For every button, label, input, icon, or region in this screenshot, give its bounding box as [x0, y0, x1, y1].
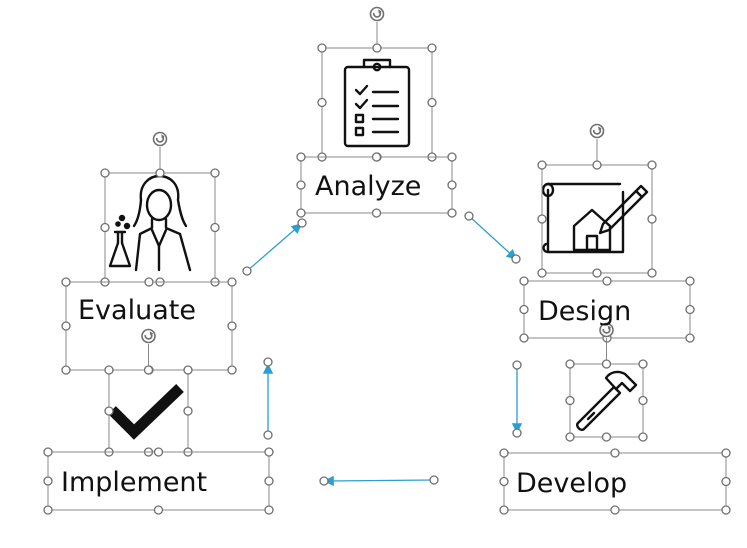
resize-handle[interactable]: [210, 222, 220, 233]
rotate-handle-icon[interactable]: [152, 131, 168, 147]
resize-handle[interactable]: [499, 505, 509, 515]
resize-handle[interactable]: [264, 447, 274, 457]
analyze-label[interactable]: Analyze: [315, 171, 422, 202]
connector-implement-to-evaluate[interactable]: [262, 357, 274, 440]
evaluate-label[interactable]: Evaluate: [78, 295, 196, 326]
resize-handle[interactable]: [143, 365, 154, 375]
resize-handle[interactable]: [537, 268, 547, 278]
checkmark-icon: [108, 384, 184, 440]
rotate-handle-icon[interactable]: [141, 328, 156, 344]
resize-handle[interactable]: [427, 97, 437, 108]
resize-handle[interactable]: [144, 277, 154, 287]
resize-handle[interactable]: [372, 43, 382, 53]
resize-handle[interactable]: [592, 160, 602, 170]
resize-handle[interactable]: [519, 276, 529, 286]
resize-handle[interactable]: [601, 432, 612, 442]
hammer-icon: [576, 370, 638, 431]
resize-handle[interactable]: [371, 208, 382, 218]
resize-handle[interactable]: [227, 365, 237, 375]
resize-handle[interactable]: [43, 476, 53, 486]
analyze-icon-selection[interactable]: [317, 6, 437, 162]
connector-evaluate-to-analyze[interactable]: [242, 218, 307, 276]
resize-handle[interactable]: [264, 505, 274, 515]
develop-label[interactable]: Develop: [516, 468, 628, 499]
connector-analyze-to-design[interactable]: [464, 211, 521, 264]
resize-handle[interactable]: [721, 476, 731, 487]
resize-handle[interactable]: [61, 277, 71, 287]
resize-handle[interactable]: [447, 180, 457, 190]
resize-handle[interactable]: [721, 505, 731, 515]
resize-handle[interactable]: [638, 359, 648, 369]
resize-handle[interactable]: [447, 152, 457, 162]
resize-handle[interactable]: [685, 304, 695, 315]
rotate-handle-icon[interactable]: [589, 123, 605, 139]
resize-handle[interactable]: [565, 359, 575, 369]
resize-handle[interactable]: [296, 180, 306, 190]
resize-handle[interactable]: [264, 476, 274, 486]
resize-handle[interactable]: [565, 395, 575, 406]
resize-handle[interactable]: [519, 304, 529, 315]
evaluate-icon-selection[interactable]: [100, 131, 220, 287]
resize-handle[interactable]: [647, 268, 657, 278]
resize-handle[interactable]: [183, 406, 193, 416]
resize-handle[interactable]: [601, 359, 612, 369]
scientist-icon: [108, 174, 192, 272]
resize-handle[interactable]: [427, 43, 437, 53]
resize-handle[interactable]: [155, 168, 165, 178]
resize-handle[interactable]: [537, 214, 547, 224]
resize-handle[interactable]: [638, 432, 648, 442]
resize-handle[interactable]: [685, 276, 695, 286]
analyze-text-selection[interactable]: [296, 152, 457, 218]
design-label[interactable]: Design: [538, 296, 632, 327]
resize-handle[interactable]: [638, 395, 648, 406]
implement-label[interactable]: Implement: [61, 467, 208, 498]
resize-handle[interactable]: [43, 447, 53, 457]
connector-develop-to-implement[interactable]: [319, 475, 439, 487]
clipboard-checklist-icon: [343, 58, 411, 148]
resize-handle[interactable]: [537, 160, 547, 170]
implement-text-selection[interactable]: [43, 447, 274, 515]
resize-handle[interactable]: [100, 168, 110, 178]
resize-handle[interactable]: [647, 160, 657, 170]
resize-handle[interactable]: [610, 505, 620, 515]
resize-handle[interactable]: [499, 476, 509, 487]
resize-handle[interactable]: [296, 208, 306, 218]
resize-handle[interactable]: [43, 505, 53, 515]
resize-handle[interactable]: [100, 222, 110, 233]
resize-handle[interactable]: [610, 448, 620, 458]
develop-icon-selection[interactable]: [565, 322, 648, 442]
resize-handle[interactable]: [317, 97, 327, 108]
resize-handle[interactable]: [227, 277, 237, 287]
blueprint-house-pencil-icon: [541, 182, 649, 254]
connector-design-to-develop[interactable]: [511, 360, 523, 438]
resize-handle[interactable]: [183, 365, 193, 375]
resize-handle[interactable]: [153, 447, 164, 457]
resize-handle[interactable]: [602, 276, 612, 286]
resize-handle[interactable]: [227, 321, 237, 331]
resize-handle[interactable]: [104, 406, 114, 416]
design-icon-selection[interactable]: [537, 123, 657, 278]
resize-handle[interactable]: [371, 152, 382, 162]
resize-handle[interactable]: [104, 365, 114, 375]
resize-handle[interactable]: [592, 268, 602, 278]
resize-handle[interactable]: [721, 448, 731, 458]
resize-handle[interactable]: [317, 43, 327, 53]
selection-layer: [43, 6, 731, 515]
develop-text-selection[interactable]: [499, 448, 731, 515]
resize-handle[interactable]: [153, 505, 164, 515]
resize-handle[interactable]: [519, 333, 529, 343]
resize-handle[interactable]: [685, 333, 695, 343]
resize-handle[interactable]: [61, 365, 71, 375]
resize-handle[interactable]: [296, 152, 306, 162]
resize-handle[interactable]: [499, 448, 509, 458]
rotate-handle-icon[interactable]: [369, 6, 385, 22]
resize-handle[interactable]: [210, 168, 220, 178]
resize-handle[interactable]: [647, 214, 657, 224]
resize-handle[interactable]: [447, 208, 457, 218]
resize-handle[interactable]: [61, 321, 71, 331]
resize-handle[interactable]: [565, 432, 575, 442]
